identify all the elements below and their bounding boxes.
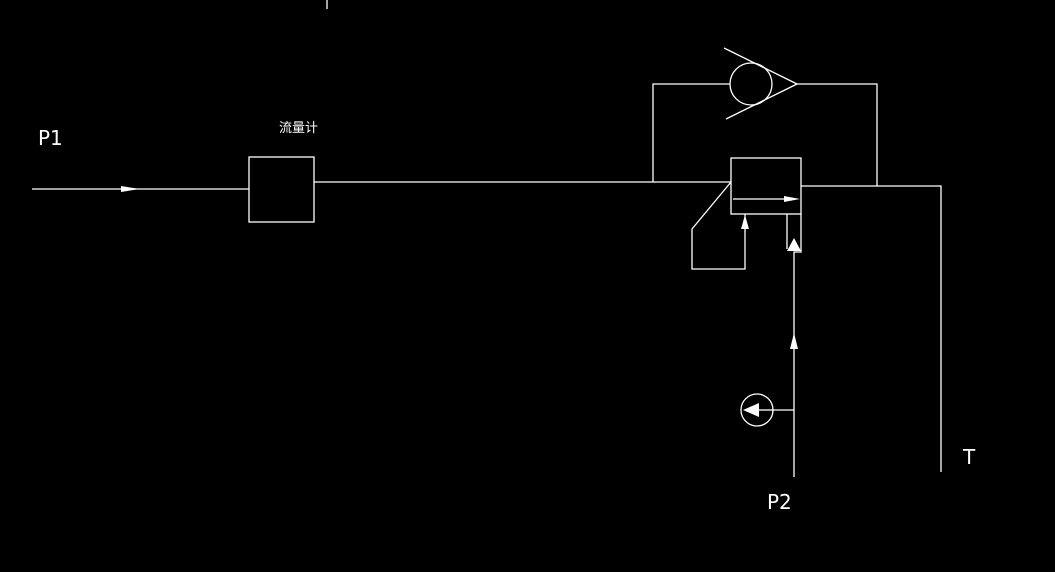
check-valve-bypass-line bbox=[652, 83, 730, 182]
check-valve-seat-upper bbox=[723, 47, 798, 85]
pump-circle bbox=[740, 393, 774, 427]
label-flowmeter: 流量计 bbox=[279, 121, 318, 136]
p2-port-arrow bbox=[787, 238, 801, 251]
label-t: T bbox=[962, 445, 976, 469]
label-p2: P2 bbox=[767, 490, 792, 514]
tank-return-line bbox=[801, 185, 942, 472]
check-valve-seat-lower bbox=[725, 83, 798, 120]
control-valve-body bbox=[730, 157, 802, 215]
inlet-flow-arrow bbox=[121, 186, 140, 192]
flowmeter-box bbox=[248, 156, 315, 223]
check-valve-ball bbox=[729, 62, 773, 106]
p2-flow-arrow bbox=[790, 333, 798, 349]
valve-pilot-arrow bbox=[741, 215, 749, 229]
p2-supply-line bbox=[793, 214, 802, 477]
valve-pilot-line bbox=[691, 181, 746, 270]
label-p1: P1 bbox=[38, 126, 63, 150]
valve-flow-arrow bbox=[784, 196, 800, 202]
check-valve-bypass-return bbox=[797, 83, 878, 186]
pump-arrow-icon bbox=[743, 403, 759, 417]
